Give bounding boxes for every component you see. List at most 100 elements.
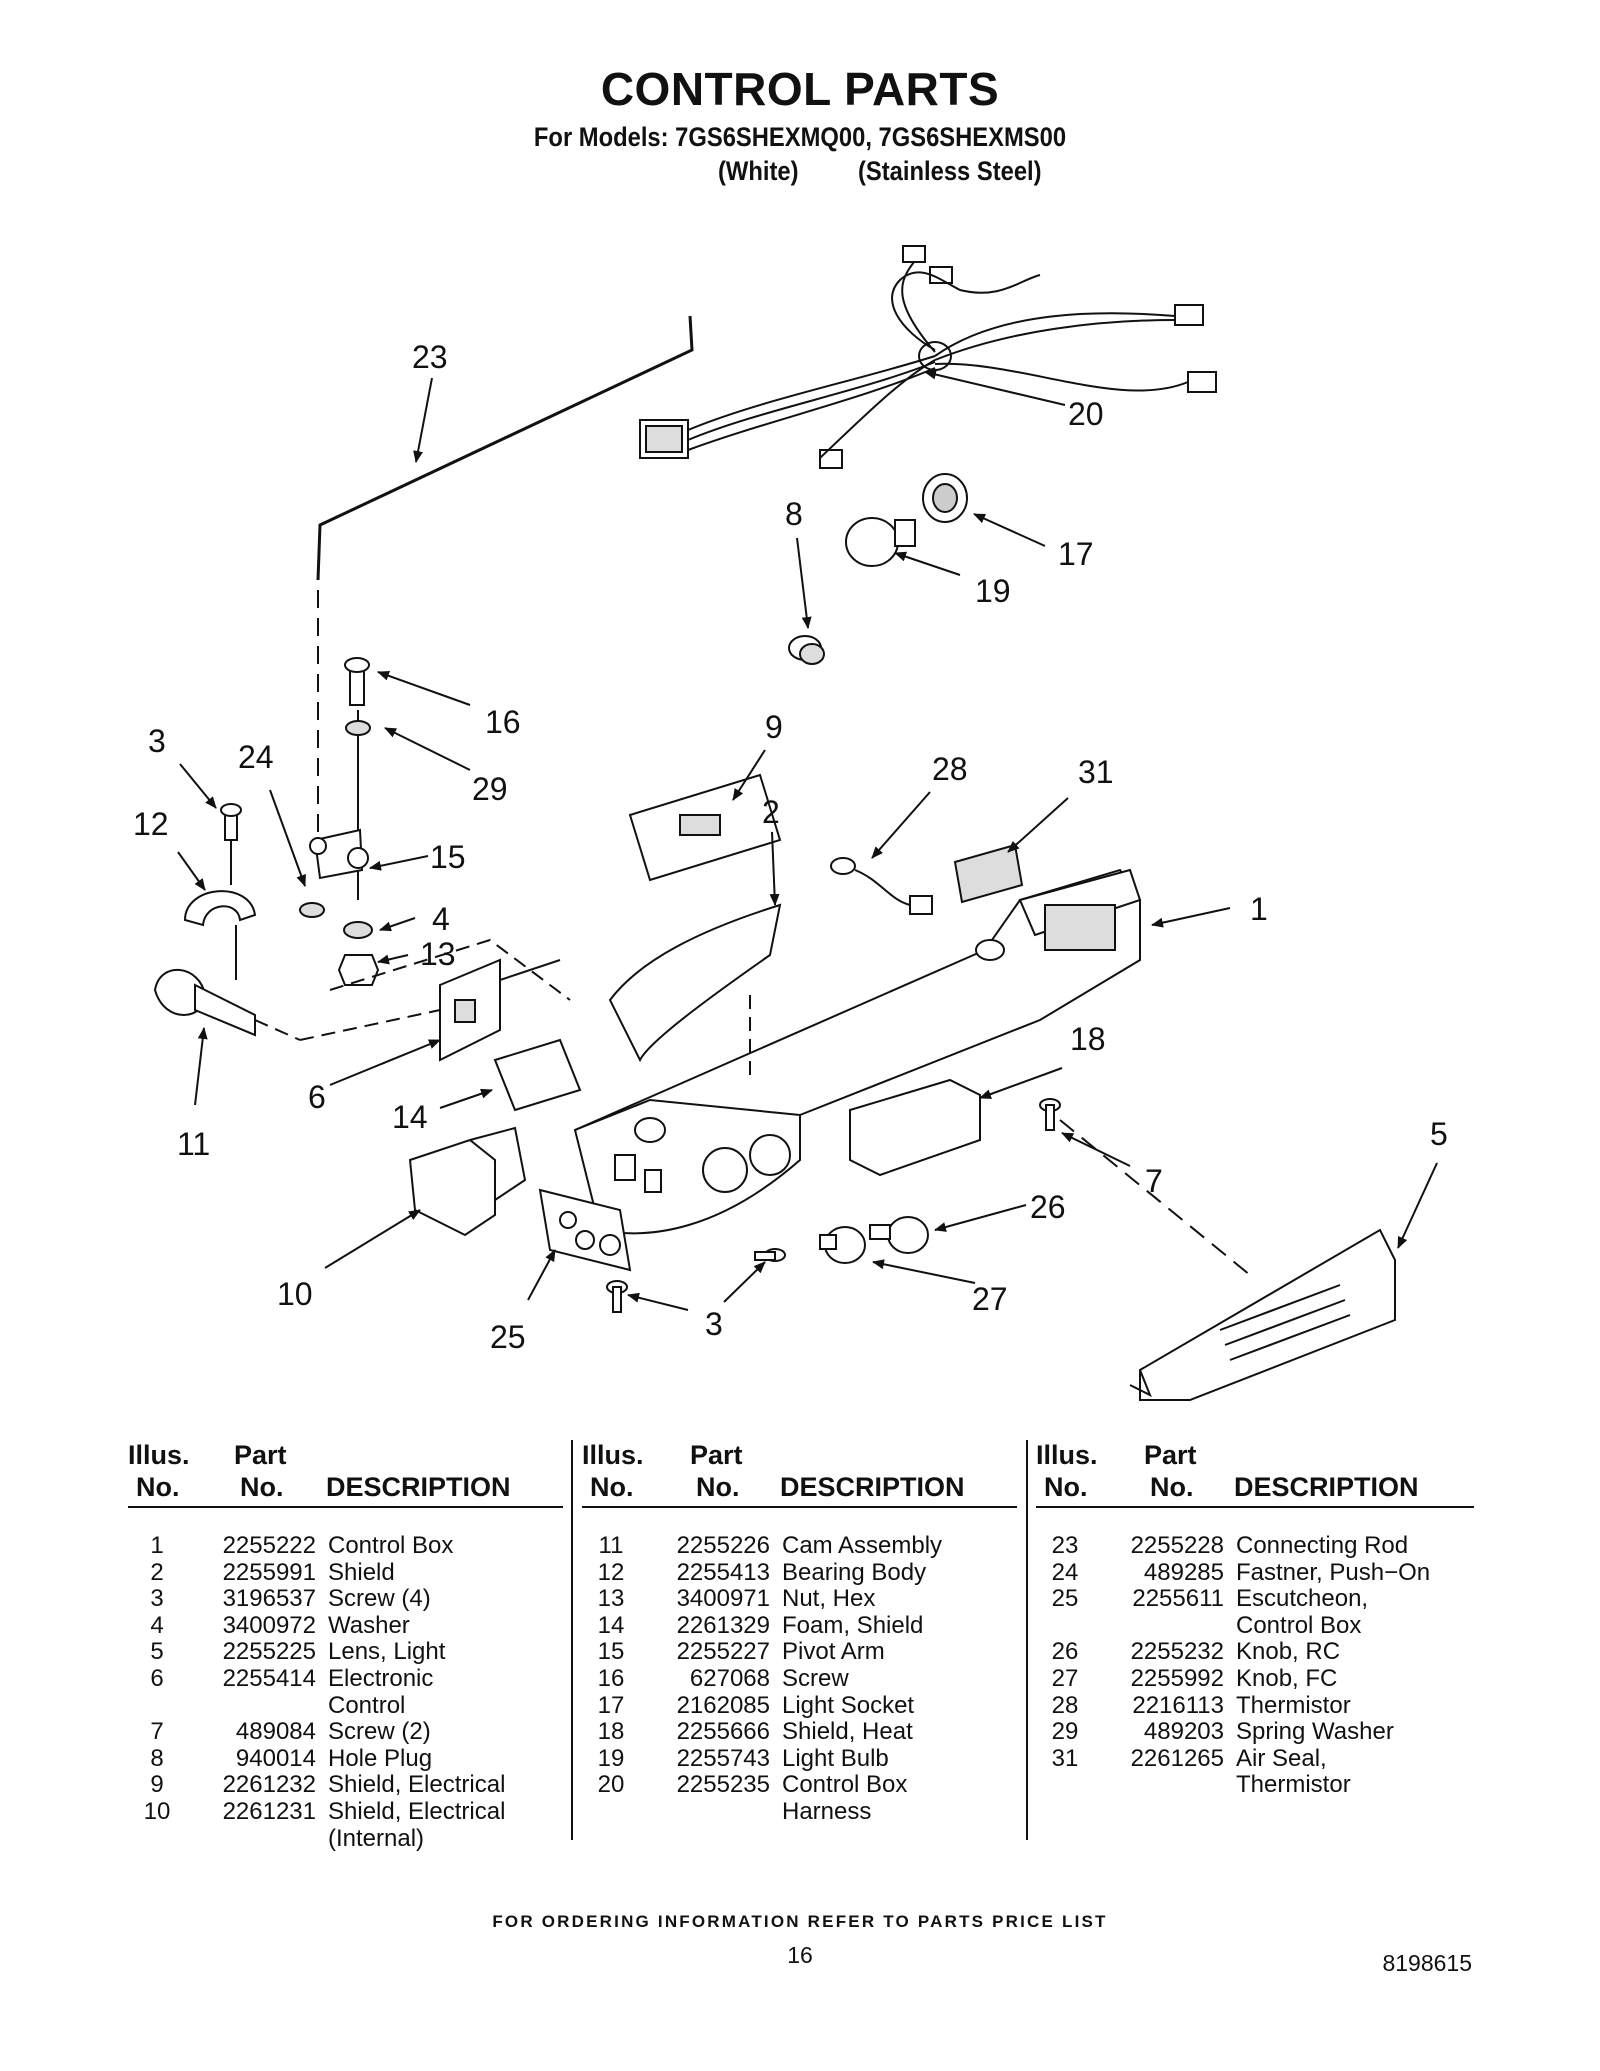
col3-header-illus: Illus. [1036, 1440, 1098, 1470]
description: Fastner, Push−On [1236, 1558, 1431, 1586]
illus-number: 15 [597, 1638, 625, 1666]
callout-25: 25 [490, 1319, 526, 1355]
description: Shield [328, 1558, 395, 1586]
col1-header-illus: Illus. [128, 1440, 190, 1470]
page-number: 16 [787, 1942, 813, 1968]
description: Spring Washer [1236, 1718, 1394, 1746]
description: Shield, Electrical [328, 1771, 506, 1799]
models-line: For Models: 7GS6SHEXMQ00, 7GS6SHEXMS00 [533, 122, 1067, 152]
description: Knob, FC [1236, 1664, 1338, 1692]
illus-number: 10 [143, 1797, 171, 1825]
description: Control Box [1236, 1611, 1362, 1639]
callout-6: 6 [308, 1079, 326, 1115]
callout-24: 24 [238, 739, 274, 775]
illus-number: 12 [597, 1558, 625, 1586]
part-number: 2255225 [222, 1638, 316, 1666]
description: Connecting Rod [1236, 1532, 1409, 1559]
shield-heat-part [849, 1078, 981, 1177]
part-number: 489203 [1143, 1718, 1224, 1746]
description: Cam Assembly [782, 1532, 943, 1559]
callout-9: 9 [765, 709, 783, 745]
illus-number: 20 [597, 1771, 625, 1799]
callout-16: 16 [485, 704, 521, 740]
ordering-note: FOR ORDERING INFORMATION REFER TO PARTS … [492, 1912, 1108, 1931]
description: Control [328, 1691, 406, 1719]
description: Shield, Electrical [328, 1797, 506, 1825]
callout-20: 20 [1068, 396, 1104, 432]
light-socket-bulb-part [845, 473, 968, 567]
col2-header-desc: DESCRIPTION [780, 1472, 965, 1502]
illus-number: 24 [1051, 1558, 1079, 1586]
illus-number: 14 [597, 1611, 625, 1639]
bearing-body-part [183, 803, 257, 980]
hole-plug-part [788, 635, 825, 665]
thermistor-part [830, 843, 1024, 915]
col3-header-part-no: No. [1150, 1472, 1194, 1502]
description: Pivot Arm [782, 1638, 885, 1666]
part-number: 2255235 [676, 1771, 770, 1799]
description: Control Box [328, 1532, 454, 1559]
control-box-part [329, 868, 1142, 1235]
callout-26: 26 [1030, 1189, 1066, 1225]
part-number: 2216113 [1132, 1691, 1224, 1719]
description: Nut, Hex [782, 1585, 876, 1613]
part-number: 2255228 [1130, 1532, 1224, 1559]
col3-header-desc: DESCRIPTION [1234, 1472, 1419, 1502]
illus-number: 11 [598, 1532, 624, 1559]
shield-part [608, 903, 782, 1063]
part-number: 2255991 [222, 1558, 316, 1586]
illus-number: 7 [150, 1718, 164, 1746]
illus-number: 31 [1051, 1744, 1079, 1772]
document-number: 8198615 [1382, 1950, 1472, 1976]
part-number: 2261231 [222, 1797, 316, 1825]
illus-number: 25 [1051, 1585, 1079, 1613]
part-number: 3400971 [676, 1585, 770, 1613]
illus-number: 2 [150, 1558, 164, 1586]
description: Escutcheon, [1236, 1585, 1369, 1613]
description: Bearing Body [782, 1558, 927, 1586]
part-number: 489285 [1143, 1558, 1224, 1586]
callout-13: 13 [420, 936, 456, 972]
illus-number: 28 [1051, 1691, 1079, 1719]
col1-header-part-no: No. [240, 1472, 284, 1502]
description: Light Socket [782, 1691, 915, 1719]
column-divider [1026, 1440, 1028, 1840]
description: Control Box [782, 1771, 908, 1799]
illus-number: 16 [597, 1664, 625, 1692]
description: Screw (2) [328, 1718, 431, 1746]
part-number: 3400972 [222, 1611, 316, 1639]
electronic-control-part [439, 958, 561, 1062]
col2-header-illus-no: No. [590, 1472, 634, 1502]
description: Washer [328, 1611, 410, 1639]
description: Knob, RC [1236, 1638, 1341, 1666]
screw-7-part [1039, 1098, 1251, 1276]
illus-number: 29 [1051, 1718, 1079, 1746]
part-number: 2255413 [676, 1558, 770, 1586]
part-number: 2255611 [1132, 1585, 1224, 1613]
callout-15: 15 [430, 839, 466, 875]
part-number: 2255222 [222, 1532, 316, 1559]
callout-28: 28 [932, 751, 968, 787]
callout-11: 11 [177, 1126, 210, 1162]
description: Light Bulb [782, 1744, 889, 1772]
illus-number: 26 [1051, 1638, 1079, 1666]
description: Shield, Heat [782, 1718, 913, 1746]
part-number: 489084 [235, 1718, 316, 1746]
callout-17: 17 [1058, 536, 1094, 572]
callout-27: 27 [972, 1281, 1008, 1317]
lens-light-part [1129, 1228, 1396, 1401]
callout-12: 12 [133, 806, 169, 842]
description: Thermistor [1236, 1771, 1351, 1799]
part-number: 2255743 [676, 1744, 770, 1772]
callout-29: 29 [472, 771, 508, 807]
description: Screw [782, 1664, 849, 1692]
callout-14: 14 [392, 1099, 428, 1135]
col2-header-part-no: No. [696, 1472, 740, 1502]
part-number: 2261232 [222, 1771, 316, 1799]
callout-3-top: 3 [148, 723, 166, 759]
illus-number: 19 [597, 1744, 625, 1772]
part-number: 2261265 [1130, 1744, 1224, 1772]
